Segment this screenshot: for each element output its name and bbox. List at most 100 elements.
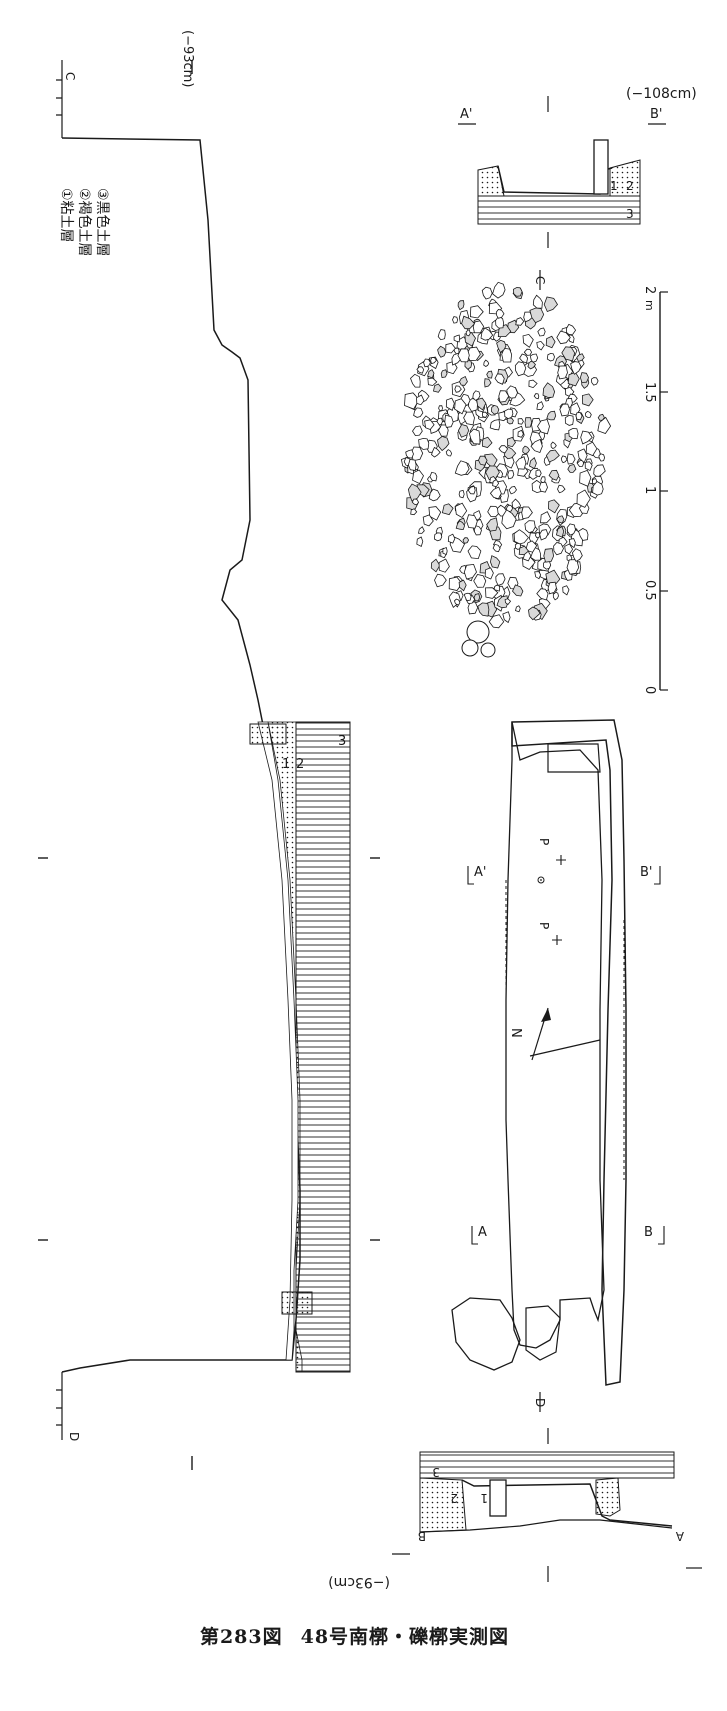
gravel-stone <box>491 404 500 415</box>
gravel-stone <box>512 584 524 597</box>
gravel-stone <box>566 559 580 575</box>
gravel-stone <box>489 486 502 500</box>
gravel-stone <box>517 418 524 425</box>
gravel-stone <box>543 296 558 313</box>
gravel-stone <box>416 366 425 374</box>
long-section-level-note: (−93cm) <box>180 30 195 87</box>
gravel-stone <box>506 436 516 448</box>
p-label: P <box>537 838 551 845</box>
gravel-stone <box>523 348 533 356</box>
gravel-stone <box>522 445 530 455</box>
gravel-stone <box>555 526 565 538</box>
gravel-stone <box>445 449 453 457</box>
gravel-stone <box>463 592 472 602</box>
chamber-inner-outline <box>505 721 605 1349</box>
short-section-number-3: 3 <box>626 207 634 221</box>
chamber-foot-block <box>451 1297 521 1371</box>
gravel-stone <box>481 286 493 300</box>
gravel-stone <box>584 461 593 472</box>
gravel-stone <box>424 419 435 430</box>
gravel-stone <box>473 525 482 536</box>
short-section-post <box>593 139 609 195</box>
plan-a-prime-marker <box>467 866 474 885</box>
gravel-stone <box>428 506 442 521</box>
gravel-stone <box>498 445 509 454</box>
gravel-stone <box>430 558 441 573</box>
short-section-ab-number-2: 2 <box>450 1491 458 1505</box>
gravel-stone <box>579 469 592 487</box>
gravel-stone <box>489 419 501 431</box>
gravel-stone <box>487 505 501 518</box>
gravel-stone <box>461 315 476 330</box>
gravel-stone <box>515 317 525 326</box>
gravel-stone <box>468 428 481 445</box>
gravel-stone <box>429 471 438 482</box>
gravel-chamber-plan: C <box>400 270 612 658</box>
gravel-stone <box>459 375 468 386</box>
long-section-label-1: 1 <box>282 757 290 772</box>
gravel-stone <box>504 408 514 420</box>
chamber-outer-outline <box>511 719 627 1386</box>
gravel-stone <box>464 360 473 370</box>
gravel-stone <box>486 517 498 532</box>
short-section-a-b: 3 2 1 B A (−93cm) <box>328 1428 702 1590</box>
gravel-stone <box>568 538 576 549</box>
gravel-stone <box>532 294 543 309</box>
plan-label-a: A <box>478 1225 487 1240</box>
plan-b-prime-marker <box>654 866 661 885</box>
short-section-layer-2 <box>477 159 641 197</box>
gravel-stone <box>433 383 442 393</box>
layer-2-brown-soil <box>267 721 303 1373</box>
short-section-label-b-prime: B' <box>650 107 663 122</box>
gravel-stone <box>410 508 418 516</box>
gravel-stone <box>566 453 576 465</box>
p-label: P <box>537 922 551 929</box>
long-section-label-2: 2 <box>296 757 304 772</box>
gravel-stone <box>550 441 557 449</box>
gravel-stone <box>481 436 493 448</box>
gravel-stone <box>454 598 461 606</box>
gravel-stone <box>485 465 500 480</box>
scale-bar-label-0: 0 <box>642 686 657 694</box>
gravel-stone <box>512 287 523 297</box>
short-section-a-prime-b-prime: (−108cm) A' B' 1 2 3 <box>458 86 697 248</box>
gravel-stone <box>489 555 501 569</box>
gravel-stone <box>454 460 470 476</box>
gravel-stone <box>557 365 568 380</box>
gravel-stone <box>524 520 536 534</box>
gravel-stone <box>521 506 533 520</box>
gravel-stone <box>529 307 545 324</box>
gravel-stone <box>537 327 546 337</box>
plan-b-marker <box>658 1226 665 1245</box>
gravel-stone <box>518 545 530 556</box>
short-section-level-note-bottom: (−93cm) <box>328 1574 390 1590</box>
gravel-stone <box>473 574 487 588</box>
gravel-stone <box>454 502 468 519</box>
gravel-stone <box>556 330 571 345</box>
legend-item-brown-soil: ②褐色土層 <box>76 188 93 257</box>
gravel-stone <box>445 397 455 412</box>
gravel-stone <box>585 410 592 418</box>
gravel-stone <box>515 456 527 470</box>
gravel-stone <box>545 335 556 349</box>
gravel-stone <box>548 499 560 514</box>
gravel-stone <box>546 352 555 362</box>
gravel-stone <box>515 605 521 613</box>
long-section-profile-line <box>61 137 301 1373</box>
gravel-stone <box>575 411 583 421</box>
gravel-stone <box>565 323 577 336</box>
gravel-stone <box>537 419 550 435</box>
gravel-stone <box>485 587 499 599</box>
gravel-stone <box>444 414 454 428</box>
layer-1-clay <box>257 721 299 1361</box>
chamber-foot-inner <box>525 1305 561 1361</box>
gravel-stone <box>447 533 456 544</box>
gravel-stone <box>463 411 475 426</box>
short-section-number-1: 1 <box>610 179 618 193</box>
gravel-stone <box>440 369 448 378</box>
gravel-stone <box>560 455 568 464</box>
gravel-stone <box>453 334 461 343</box>
gravel-stone <box>513 529 530 545</box>
gravel-stone <box>488 614 505 629</box>
